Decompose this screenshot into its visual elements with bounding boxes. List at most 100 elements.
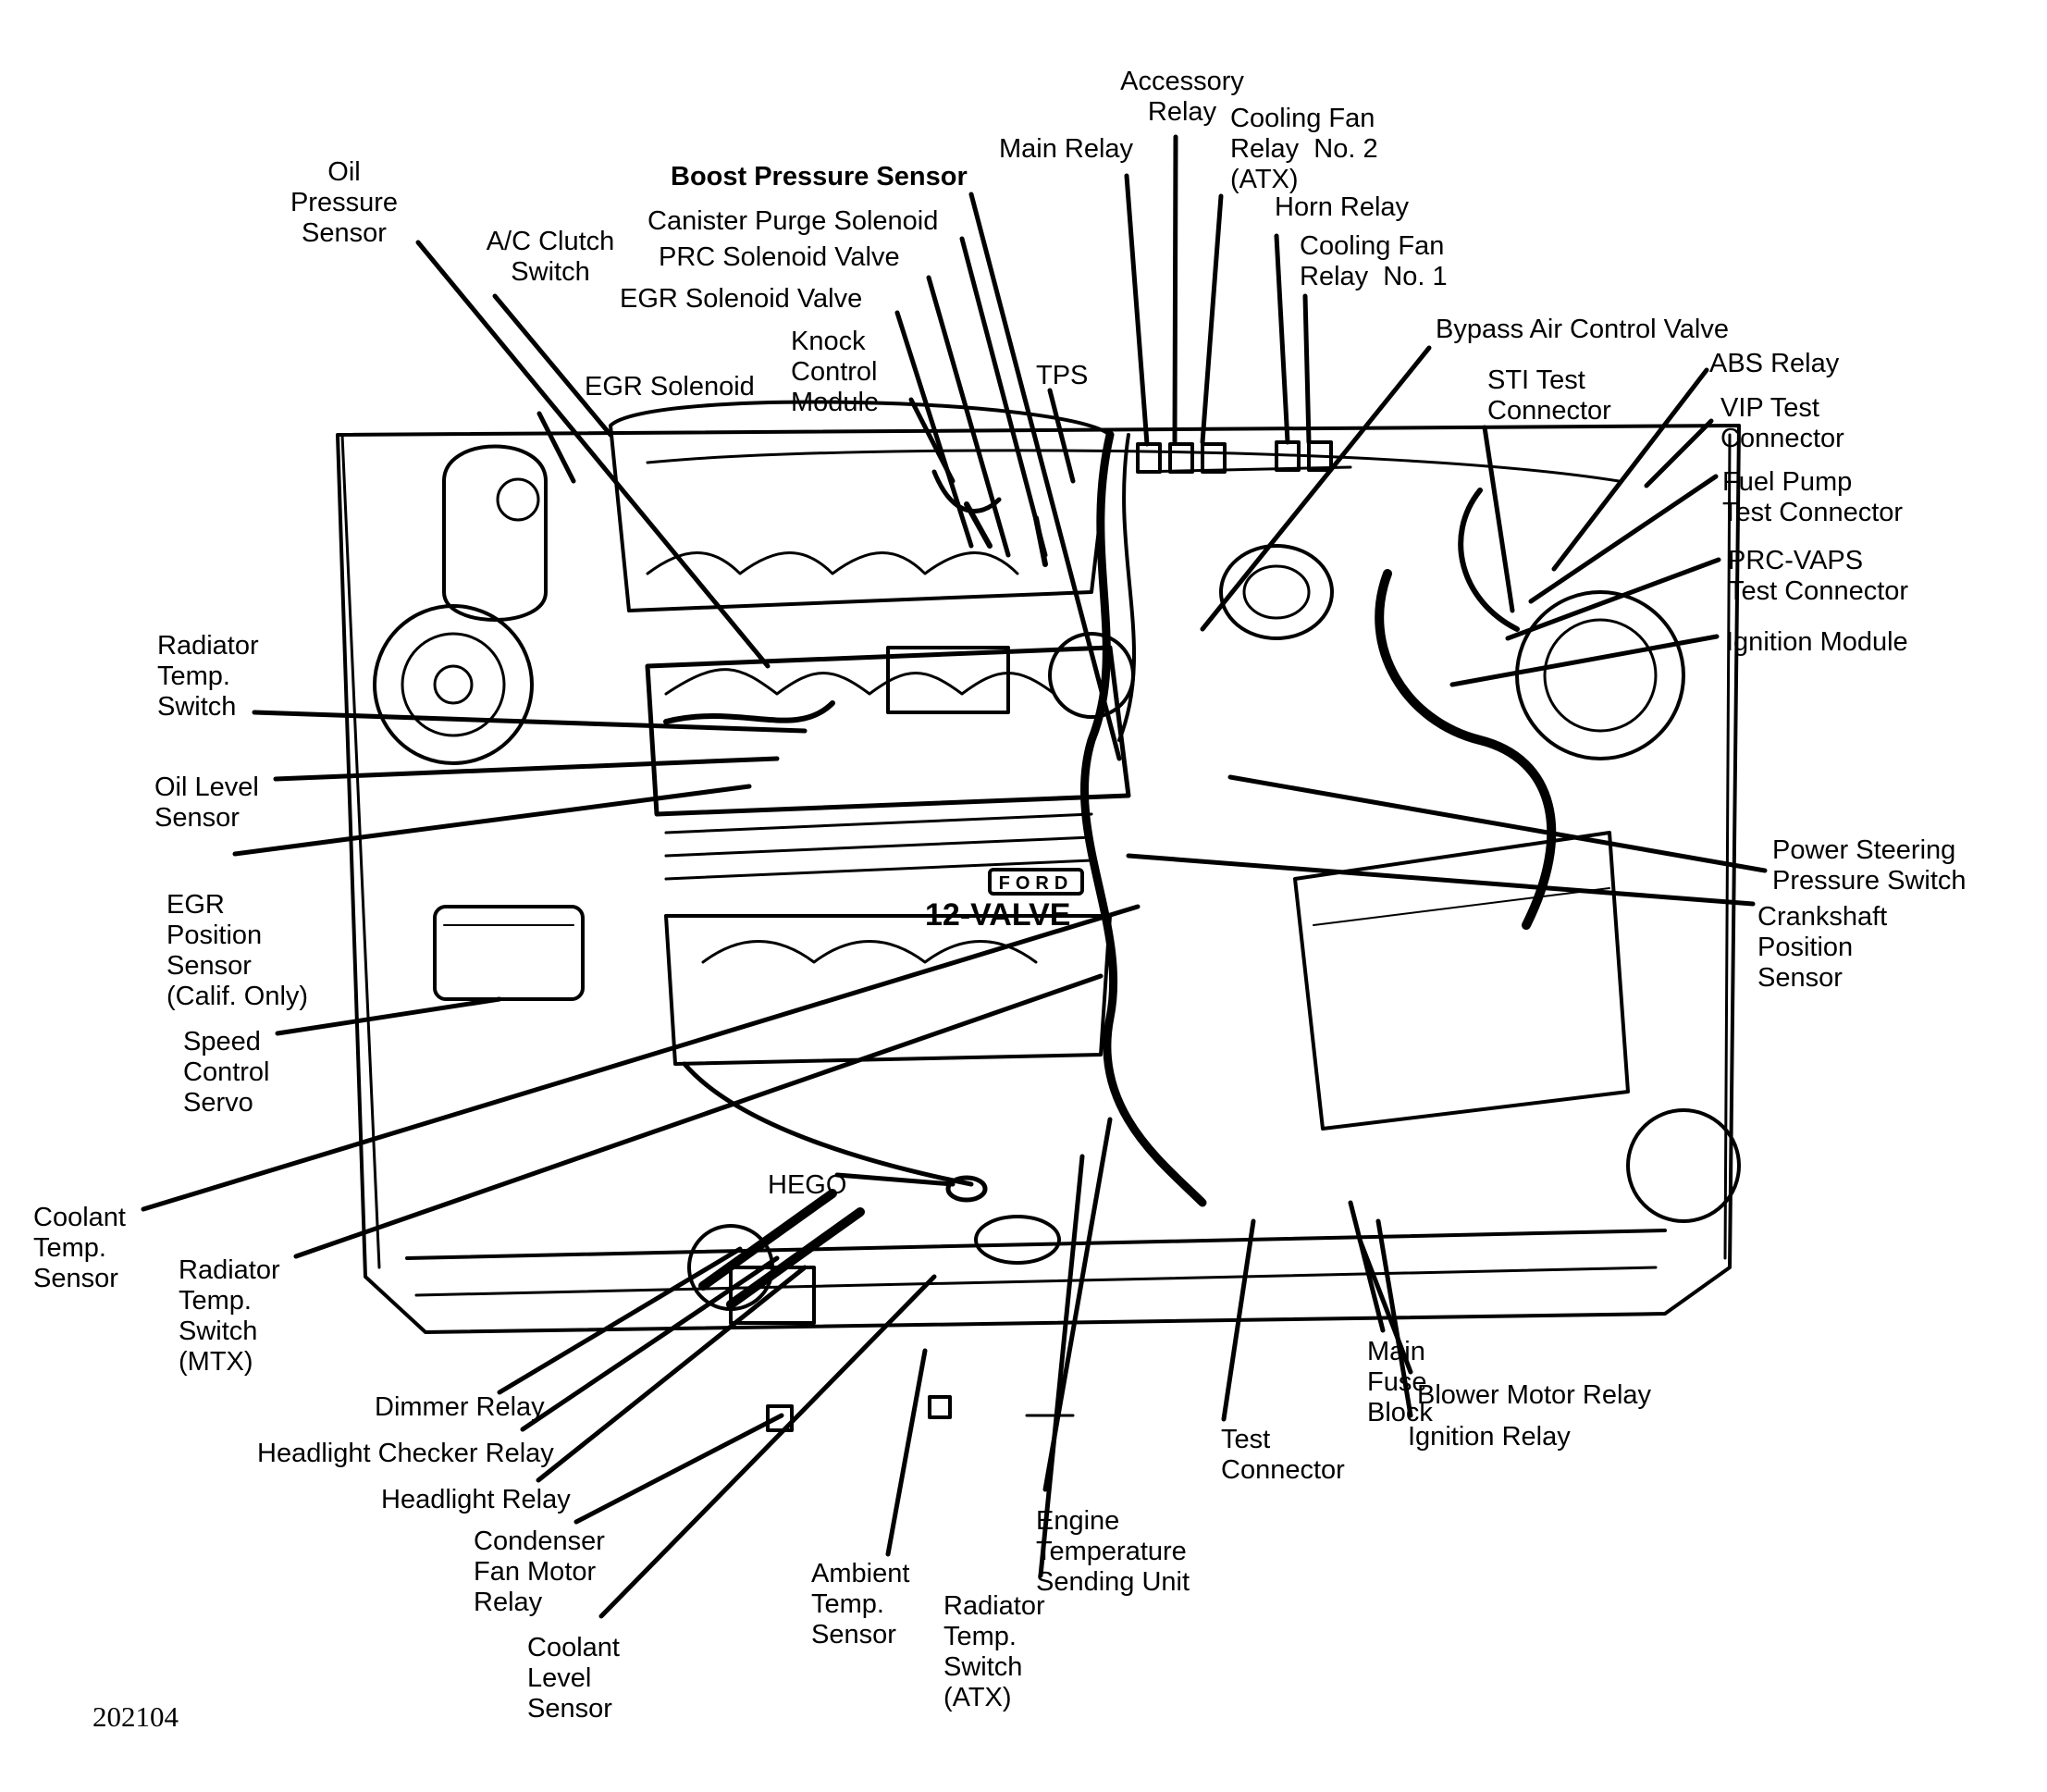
label-coolant-level-sensor: Coolant Level Sensor: [527, 1633, 620, 1724]
leader-line-egr-solenoid-valve: [894, 310, 974, 549]
throttle-body: [886, 646, 1010, 714]
label-tps: TPS: [1036, 361, 1089, 390]
leader-line-ambient-temp-sensor: [885, 1348, 928, 1557]
label-egr-position-sensor: EGR Position Sensor (Calif. Only): [166, 890, 309, 1011]
speed-control-servo-box: [433, 905, 585, 1001]
radiator-support: [405, 1229, 1667, 1260]
leader-line-boost-pressure-sensor: [968, 192, 1122, 761]
label-radiator-temp-switch-mtx: Radiator Temp. Switch (MTX): [179, 1255, 280, 1377]
leader-line-prc-solenoid-valve: [926, 275, 1011, 558]
label-cooling-fan-relay-1: Cooling Fan Relay No. 1: [1300, 231, 1448, 291]
leader-line-accessory-relay: [1172, 134, 1178, 445]
engine-badge: 12-VALVE: [925, 897, 1070, 933]
leader-line-main-fuse-block: [1348, 1200, 1386, 1333]
harness-right: [1375, 569, 1557, 930]
leader-line-speed-control-servo: [275, 996, 502, 1036]
label-blower-motor-relay: Blower Motor Relay: [1417, 1380, 1652, 1410]
leader-line-dimmer-relay: [497, 1246, 743, 1395]
exhaust-pipe: [682, 1061, 974, 1187]
label-bypass-air-control-valve: Bypass Air Control Valve: [1436, 315, 1729, 344]
leader-line-vip-test-connector: [1644, 418, 1714, 488]
leader-line-knock-control-module: [908, 397, 956, 484]
leader-line-ac-clutch-switch: [492, 293, 613, 438]
label-headlight-checker-relay: Headlight Checker Relay: [257, 1439, 554, 1468]
leader-line-main-relay: [1124, 173, 1150, 447]
label-egr-solenoid-valve: EGR Solenoid Valve: [620, 284, 863, 314]
leader-line-tps: [1047, 388, 1076, 484]
label-horn-relay: Horn Relay: [1275, 192, 1410, 222]
leader-line-blower-motor-relay: [1357, 1237, 1413, 1375]
strut-tower-left: [373, 604, 534, 765]
label-hego: HEGO: [768, 1170, 847, 1200]
label-prc-solenoid-valve: PRC Solenoid Valve: [659, 242, 900, 272]
leader-lines: [141, 134, 1768, 1619]
compartment-outline: [336, 424, 1741, 1334]
label-condenser-fan-motor-relay: Condenser Fan Motor Relay: [474, 1526, 605, 1617]
leader-line-engine-temperature-sending-unit: [1042, 1117, 1113, 1492]
brand-plate-text: FORD: [999, 873, 1074, 894]
relay-block-bottom: [729, 1266, 816, 1325]
leader-line-test-connector: [1221, 1218, 1256, 1422]
label-test-connector: Test Connector: [1221, 1425, 1345, 1485]
leader-line-oil-pressure-sensor: [415, 240, 771, 669]
leader-line-radiator-temp-switch-mtx: [293, 973, 1104, 1259]
fender-right: [1723, 433, 1732, 1260]
label-dimmer-relay: Dimmer Relay: [375, 1392, 545, 1422]
label-ac-clutch-switch: A/C Clutch Switch: [486, 227, 615, 287]
leader-line-canister-purge-solenoid: [959, 236, 1048, 558]
label-main-fuse-block: Main Fuse Block: [1367, 1337, 1433, 1427]
label-headlight-relay: Headlight Relay: [381, 1485, 571, 1514]
label-ignition-module: Ignition Module: [1726, 627, 1908, 657]
label-vip-test-connector: VIP Test Connector: [1720, 393, 1844, 453]
leader-line-fuel-pump-test-connector: [1528, 474, 1719, 604]
label-sti-test-connector: STI Test Connector: [1487, 365, 1611, 426]
strut-tower-right: [1515, 590, 1685, 760]
leader-line-cooling-fan-relay-1: [1302, 293, 1312, 445]
leader-line-horn-relay: [1274, 233, 1290, 445]
brake-booster: [1626, 1108, 1741, 1223]
leader-line-ignition-relay: [1375, 1218, 1413, 1418]
label-speed-control-servo: Speed Control Servo: [183, 1027, 270, 1118]
leader-line-prc-vaps-test-connector: [1505, 557, 1721, 641]
leader-line-ignition-module: [1449, 634, 1720, 687]
leader-line-bypass-air-control-valve: [1200, 345, 1432, 632]
label-radiator-temp-switch-atx: Radiator Temp. Switch (ATX): [943, 1591, 1045, 1712]
label-prc-vaps-test-connector: PRC-VAPS Test Connector: [1728, 546, 1909, 606]
air-cleaner: [1219, 544, 1334, 640]
label-ignition-relay: Ignition Relay: [1408, 1422, 1571, 1452]
cylinder-head: [609, 400, 1112, 612]
label-knock-control-module: Knock Control Module: [791, 327, 880, 417]
label-radiator-temp-switch: Radiator Temp. Switch: [157, 631, 259, 722]
label-accessory-relay: Accessory Relay: [1120, 67, 1244, 127]
leader-line-radiator-temp-switch-atx: [1038, 1154, 1085, 1578]
leader-line-coolant-temp-sensor: [141, 904, 1141, 1212]
leader-line-egr-solenoid: [536, 411, 576, 484]
label-cooling-fan-relay-2: Cooling Fan Relay No. 2 (ATX): [1230, 104, 1378, 194]
label-crankshaft-position-sensor: Crankshaft Position Sensor: [1757, 902, 1888, 993]
label-oil-level-sensor: Oil Level Sensor: [154, 772, 259, 833]
label-coolant-temp-sensor: Coolant Temp. Sensor: [33, 1203, 126, 1293]
leader-line-egr-position-sensor: [232, 784, 752, 857]
leader-line-oil-level-sensor: [273, 756, 780, 782]
leader-line-headlight-relay: [536, 1265, 808, 1483]
intake-manifold: [664, 914, 1112, 1066]
label-canister-purge-solenoid: Canister Purge Solenoid: [647, 206, 939, 236]
leader-line-condenser-fan-motor-relay: [573, 1413, 784, 1525]
label-egr-solenoid: EGR Solenoid: [585, 372, 755, 402]
label-ambient-temp-sensor: Ambient Temp. Sensor: [811, 1559, 910, 1650]
cowl-line: [646, 449, 1621, 483]
label-main-relay: Main Relay: [999, 134, 1134, 164]
leader-line-radiator-temp-switch: [252, 710, 808, 734]
label-boost-pressure-sensor: Boost Pressure Sensor: [671, 162, 968, 192]
leader-line-abs-relay: [1551, 367, 1709, 572]
radiator-cap: [974, 1215, 1061, 1265]
figure-number: 202104: [92, 1700, 179, 1733]
brake-reservoir: [442, 444, 548, 622]
leader-line-hego: [834, 1172, 956, 1187]
leader-line-crankshaft-position-sensor: [1126, 853, 1756, 907]
label-oil-pressure-sensor: Oil Pressure Sensor: [290, 157, 399, 248]
label-abs-relay: ABS Relay: [1709, 349, 1840, 378]
fender-left: [340, 433, 381, 1269]
leader-line-headlight-checker-relay: [520, 1255, 780, 1432]
brand-plate: [988, 868, 1084, 896]
